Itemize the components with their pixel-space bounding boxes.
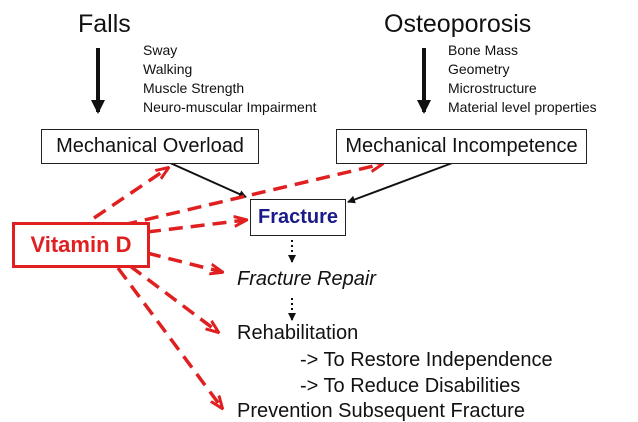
fracture-repair-label: Fracture Repair — [237, 268, 376, 290]
vitamin-d-box: Vitamin D — [12, 222, 150, 268]
restore-independence-label: -> To Restore Independence — [300, 349, 553, 371]
falls-factor: Walking — [143, 61, 193, 77]
osteoporosis-factor-list: Bone Mass Geometry Microstructure Materi… — [448, 41, 597, 117]
falls-factor-list: Sway Walking Muscle Strength Neuro-muscu… — [143, 41, 317, 117]
vitd-to-repair-arrow — [146, 251, 222, 272]
overload-to-fracture-arrow — [167, 161, 247, 198]
vitd-to-incompetence-arrow — [101, 164, 382, 232]
vitd-to-prevention-arrow — [116, 266, 222, 408]
vitd-to-fracture-arrow — [146, 220, 246, 234]
osteoporosis-factor: Microstructure — [448, 80, 537, 96]
mechanical-overload-box: Mechanical Overload — [41, 129, 259, 164]
osteoporosis-factor: Geometry — [448, 61, 510, 77]
vitd-to-overload-arrow — [93, 168, 168, 220]
mechanical-incompetence-box: Mechanical Incompetence — [336, 129, 587, 164]
osteoporosis-heading: Osteoporosis — [384, 10, 532, 38]
osteoporosis-factor: Material level properties — [448, 99, 597, 115]
falls-factor: Muscle Strength — [143, 80, 245, 96]
falls-heading: Falls — [78, 10, 131, 38]
vitd-to-rehab-arrow — [128, 264, 218, 332]
reduce-disabilities-label: -> To Reduce Disabilities — [300, 375, 521, 397]
osteoporosis-factor: Bone Mass — [448, 42, 519, 58]
incompetence-to-fracture-arrow — [347, 161, 456, 204]
rehabilitation-label: Rehabilitation — [237, 322, 359, 344]
falls-factor: Sway — [143, 42, 178, 58]
fracture-box: Fracture — [250, 199, 346, 236]
prevention-label: Prevention Subsequent Fracture — [237, 400, 525, 422]
falls-factor: Neuro-muscular Impairment — [143, 99, 317, 115]
